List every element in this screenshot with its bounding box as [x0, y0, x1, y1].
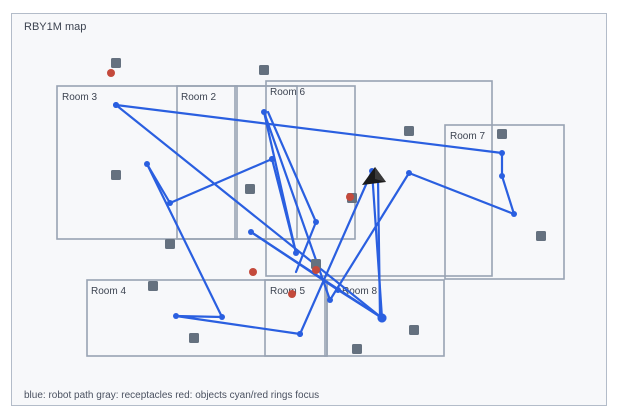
room-5-label: Room 5 [270, 286, 305, 297]
robot-path-waypoint [297, 331, 303, 337]
robot-path-segment [266, 110, 318, 224]
receptacles-layer [111, 58, 546, 354]
rooms-layer: Room 3 Room 2 Room 6 Room 7 Room 4 Room … [56, 80, 565, 357]
robot-path-waypoint [248, 229, 254, 235]
receptacle-marker [497, 129, 507, 139]
robot-path-segment [407, 171, 516, 216]
robot-path-waypoint [499, 173, 505, 179]
robot-path-waypoint [327, 297, 333, 303]
legend-text: blue: robot path gray: receptacles red: … [24, 390, 320, 401]
receptacle-marker [352, 344, 362, 354]
receptacle-marker [148, 281, 158, 291]
receptacle-marker [165, 239, 175, 249]
robot-path-segment [114, 103, 504, 155]
room-3-label: Room 3 [62, 92, 97, 103]
robot-path-segment [270, 157, 298, 255]
receptacle-marker [111, 58, 121, 68]
robot-path-segment [114, 103, 384, 320]
receptacle-marker [404, 126, 414, 136]
receptacle-marker [311, 259, 321, 269]
robot-path-waypoint [293, 250, 299, 256]
robot-path-layer [113, 102, 517, 337]
room-6: Room 6 [234, 85, 356, 240]
robot-path-segment [376, 176, 382, 319]
object-marker [107, 69, 115, 77]
robot-path-waypoint [219, 314, 225, 320]
room-2-label: Room 2 [181, 92, 216, 103]
receptacle-marker [536, 231, 546, 241]
robot-path-waypoint [335, 287, 341, 293]
room-5: Room 5 [264, 279, 328, 357]
robot-path-waypoint [167, 200, 173, 206]
robot-path-waypoint [261, 109, 267, 115]
robot-path-segment [168, 157, 274, 205]
objects-layer [107, 69, 354, 298]
object-marker [346, 193, 354, 201]
room-8: Room 8 [324, 279, 445, 357]
receptacle-marker [259, 65, 269, 75]
robot-path-waypoint [144, 161, 150, 167]
robot-path-waypoint [511, 211, 517, 217]
receptacle-marker [245, 184, 255, 194]
receptacle-marker [111, 170, 121, 180]
robot-path-waypoint [499, 150, 505, 156]
robot-path-waypoint [113, 102, 119, 108]
receptacle-marker [189, 333, 199, 343]
robot-path-segment [249, 230, 340, 292]
robot-path-segment [500, 174, 516, 216]
map-panel [11, 13, 607, 406]
robot-path-waypoint [406, 170, 412, 176]
robot-path-segment [294, 220, 318, 274]
room-6-label: Room 6 [270, 87, 305, 98]
robot-path-waypoint [173, 313, 179, 319]
robot-path-segment [145, 162, 224, 319]
robot-path-segment [328, 171, 411, 302]
room-8-label: Room 8 [342, 286, 377, 297]
robot-path-segment [174, 314, 302, 336]
map-title: RBY1M map [24, 21, 87, 33]
object-marker [288, 290, 296, 298]
room-3: Room 3 [56, 85, 238, 240]
robot-path-waypoint [377, 313, 387, 323]
object-marker [249, 268, 257, 276]
receptacle-marker [409, 325, 419, 335]
robot-heading-arrow [362, 167, 386, 185]
room-7: Room 7 [444, 124, 565, 280]
room-7-label: Room 7 [450, 131, 485, 142]
robot-path-waypoint [313, 219, 319, 225]
robot-path-segment [298, 169, 374, 336]
room-4-label: Room 4 [91, 286, 126, 297]
robot-path-waypoint [269, 156, 275, 162]
object-marker [312, 266, 320, 274]
